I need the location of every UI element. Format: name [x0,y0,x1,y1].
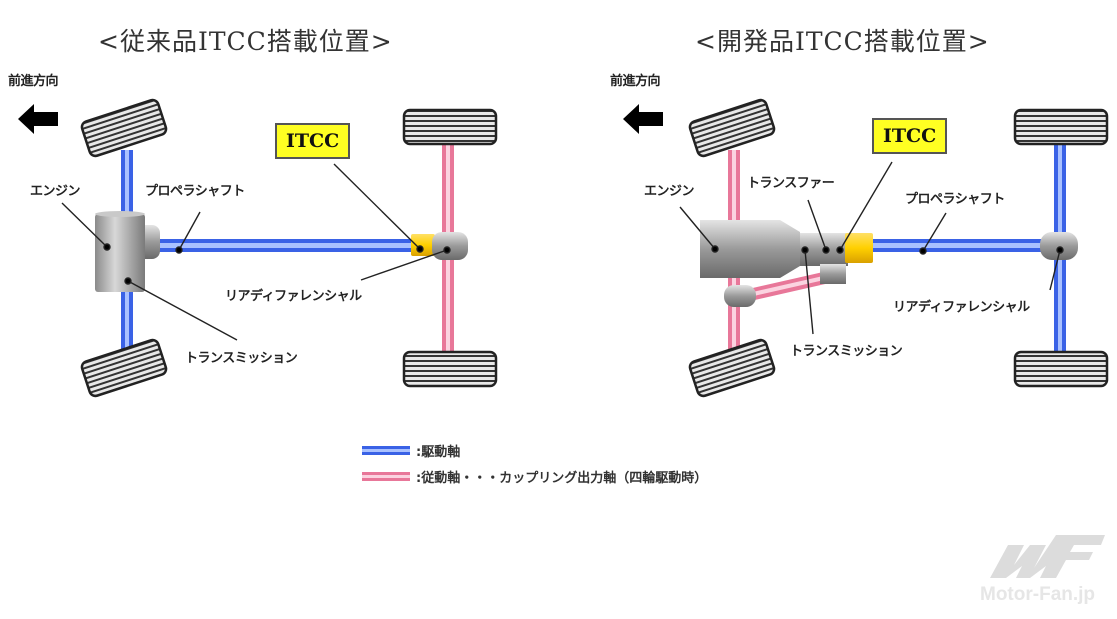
left-propeller-shaft [150,239,412,252]
left-propeller-shaft-label: プロペラシャフト [145,184,245,199]
left-leader-lines [61,163,451,341]
right-transfer-label: トランスファー [747,176,835,191]
left-diagram-title: <従来品ITCC搭載位置> [98,27,393,56]
left-rear-right-tire [402,350,498,388]
left-engine-block [95,211,160,292]
left-rear-left-tire [402,108,498,146]
right-transmission-label: トランスミッション [790,344,903,359]
left-front-right-tire [80,338,168,398]
right-rear-right-tire [1013,350,1109,388]
motor-fan-logo-icon [990,535,1105,578]
right-leader-lines [679,161,1064,335]
right-transfer-unit [820,264,846,284]
legend-driven-shaft-label: :従動軸・・・カップリング出力軸（四輪駆動時） [416,471,708,486]
left-engine-label: エンジン [30,184,81,199]
watermark-text: Motor-Fan.jp [980,584,1096,605]
left-rear-differential-label: リアディファレンシャル [225,289,362,304]
right-forward-arrow-icon [623,104,663,134]
left-front-left-tire [80,98,168,158]
left-forward-arrow-icon [18,104,58,134]
right-diagram-title: <開発品ITCC搭載位置> [695,27,990,56]
right-propeller-shaft-label: プロペラシャフト [905,192,1005,207]
right-rear-differential-label: リアディファレンシャル [893,300,1030,315]
legend-drive-shaft-label: :駆動軸 [416,445,461,460]
legend-drive-shaft-swatch [362,446,410,455]
left-itcc-unit [411,234,435,256]
legend-driven-shaft-swatch [362,472,410,481]
left-transmission-label: トランスミッション [185,351,298,366]
right-front-right-tire [688,338,776,398]
right-coupling-output-shaft [744,270,834,302]
left-direction-label: 前進方向 [8,74,59,89]
right-engine-label: エンジン [644,184,695,199]
right-direction-label: 前進方向 [610,74,661,89]
right-rear-left-tire [1013,108,1109,146]
right-rear-differential [1040,232,1078,260]
left-rear-differential [432,232,468,260]
left-itcc-label: ITCC [275,123,351,159]
right-propeller-shaft [872,239,1047,252]
right-front-left-tire [688,98,776,158]
right-itcc-unit [845,233,873,263]
right-itcc-label: ITCC [872,118,948,154]
right-front-differential [724,285,756,307]
